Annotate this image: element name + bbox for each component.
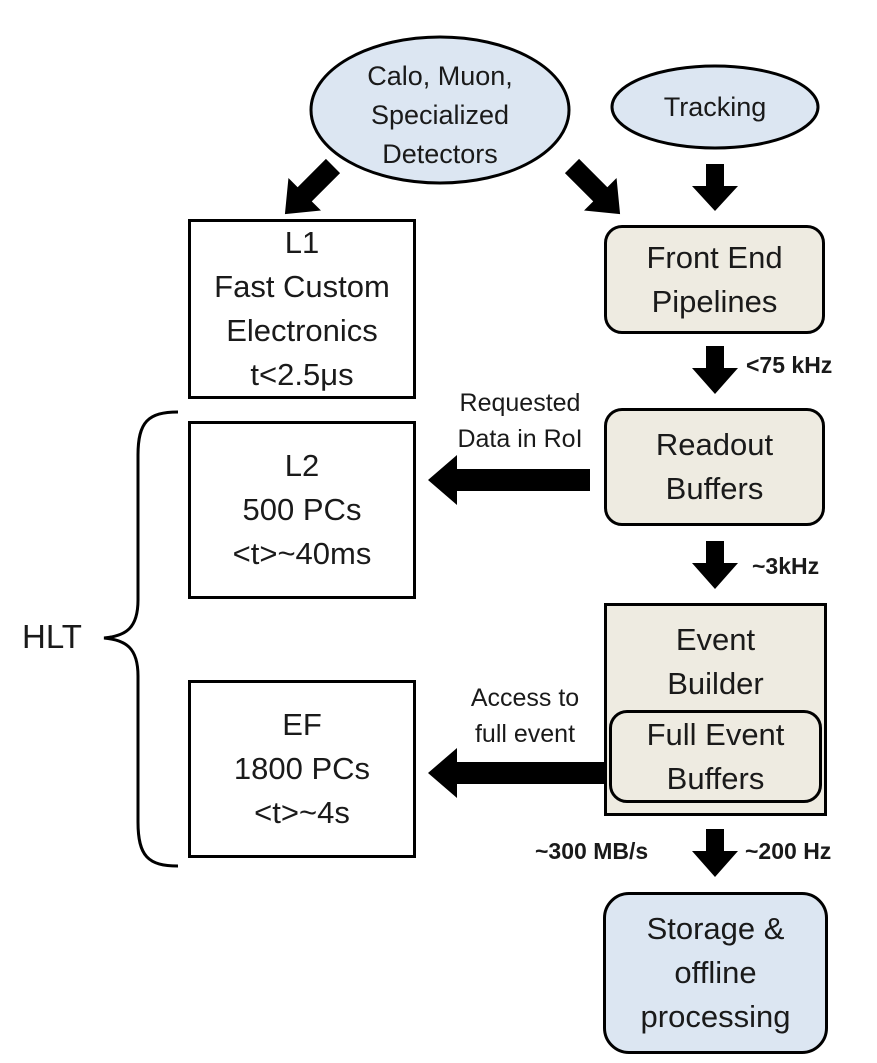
ef-box: EF 1800 PCs <t>~4s bbox=[188, 680, 416, 858]
requested-line-1: Requested bbox=[459, 389, 581, 417]
arrow-calo-to-frontend bbox=[564, 158, 621, 215]
event-builder-line-1: Event bbox=[675, 622, 756, 657]
requested-data-label: Requested Data in RoI bbox=[440, 385, 600, 457]
arrow-readout-to-l2 bbox=[428, 455, 590, 505]
rate-frontend-readout: <75 kHz bbox=[746, 352, 833, 378]
ef-pcs: 1800 PCs bbox=[233, 751, 371, 786]
frontend-line-2: Pipelines bbox=[651, 283, 778, 319]
arrow-tracking-to-frontend bbox=[692, 164, 738, 211]
ef-title: EF bbox=[282, 707, 322, 742]
rate-bandwidth: ~300 MB/s bbox=[535, 838, 649, 864]
storage-box: Storage & offline processing bbox=[603, 892, 828, 1054]
readout-line-1: Readout bbox=[655, 427, 774, 462]
storage-line-3: processing bbox=[640, 999, 791, 1034]
l2-title: L2 bbox=[284, 448, 320, 483]
readout-line-2: Buffers bbox=[665, 471, 764, 506]
arrow-eventbuilder-to-ef bbox=[428, 748, 604, 798]
ef-latency: <t>~4s bbox=[254, 795, 350, 830]
rate-readout-eventbuilder: ~3kHz bbox=[752, 553, 820, 579]
calo-muon-detectors-node: Calo, Muon, Specialized Detectors bbox=[320, 60, 560, 170]
arrow-readout-to-eventbuilder bbox=[692, 541, 738, 589]
l1-title: L1 bbox=[284, 225, 320, 260]
calo-line-1: Calo, Muon, bbox=[367, 60, 513, 91]
event-builder-line-2: Builder bbox=[667, 666, 764, 701]
tracking-label: Tracking bbox=[663, 91, 767, 122]
frontend-line-1: Front End bbox=[646, 239, 783, 275]
tracking-node: Tracking bbox=[620, 86, 810, 128]
readout-buffers-box: Readout Buffers bbox=[604, 408, 825, 526]
full-event-line-1: Full Event bbox=[646, 716, 785, 752]
calo-muon-ellipse bbox=[309, 35, 571, 185]
access-line-1: Access to bbox=[470, 684, 580, 712]
l1-line-3: Electronics bbox=[226, 313, 378, 348]
tracking-ellipse bbox=[610, 64, 820, 150]
arrow-frontend-to-readout bbox=[692, 346, 738, 394]
access-line-2: full event bbox=[474, 720, 576, 748]
hlt-brace bbox=[103, 410, 179, 868]
arrow-eventbuilder-to-storage bbox=[692, 829, 738, 877]
l1-box: L1 Fast Custom Electronics t<2.5μs bbox=[188, 219, 416, 399]
l2-latency: <t>~40ms bbox=[232, 536, 372, 571]
requested-line-2: Data in RoI bbox=[457, 425, 583, 453]
l1-line-2: Fast Custom bbox=[214, 269, 390, 304]
storage-line-2: offline bbox=[674, 955, 757, 990]
front-end-pipelines-box: Front End Pipelines bbox=[604, 225, 825, 334]
l1-latency: t<2.5μs bbox=[250, 357, 354, 392]
l2-box: L2 500 PCs <t>~40ms bbox=[188, 421, 416, 599]
storage-line-1: Storage & bbox=[646, 911, 785, 946]
calo-line-3: Detectors bbox=[382, 138, 498, 169]
calo-line-2: Specialized bbox=[370, 99, 510, 130]
access-full-event-label: Access to full event bbox=[445, 680, 605, 752]
l2-pcs: 500 PCs bbox=[242, 492, 362, 527]
full-event-line-2: Buffers bbox=[666, 760, 765, 796]
full-event-buffers-box: Full Event Buffers bbox=[609, 710, 822, 803]
hlt-label: HLT bbox=[22, 618, 82, 655]
arrow-calo-to-l1 bbox=[284, 158, 341, 215]
rate-eventbuilder-storage: ~200 Hz bbox=[745, 838, 832, 864]
